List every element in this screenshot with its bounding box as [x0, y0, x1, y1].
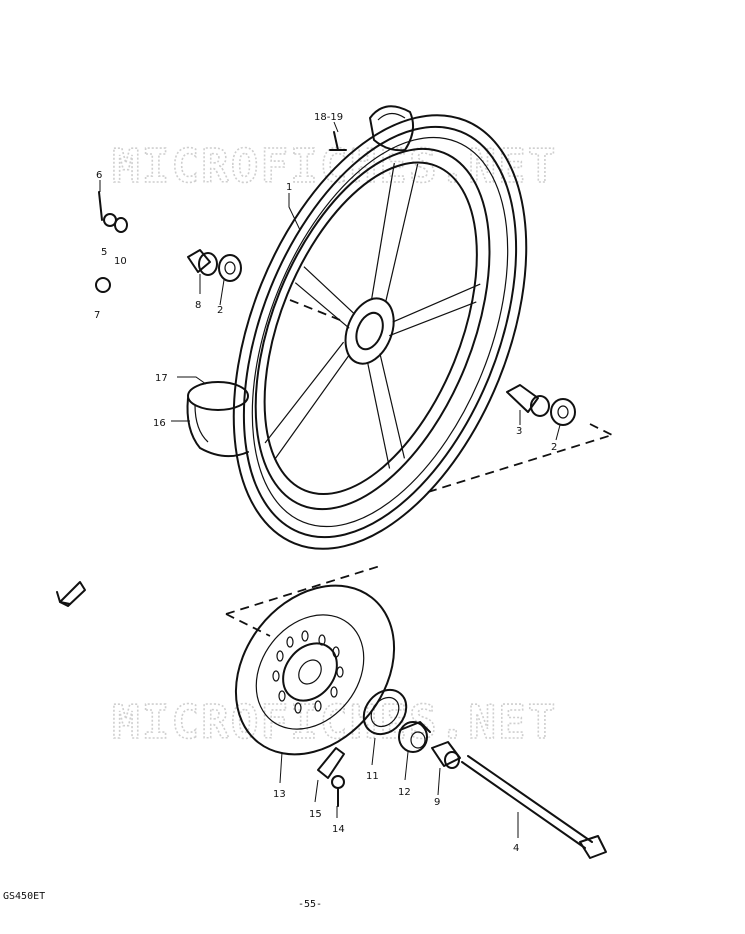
callout-9: 9: [434, 797, 440, 808]
callout-8: 8: [195, 300, 201, 311]
tire-section-top: [369, 105, 415, 152]
callout-18-19: 18-19: [314, 112, 343, 123]
bolt-14: [331, 775, 345, 807]
front-wheel: [232, 114, 528, 550]
callout-4: 4: [513, 843, 519, 854]
axle-centerline-right: [427, 423, 613, 493]
tire-section-bottom: [186, 381, 249, 458]
callout-7: 7: [94, 310, 100, 321]
callout-2-left: 2: [217, 305, 223, 316]
lock-washer-15: [317, 747, 345, 779]
callout-14: 14: [332, 824, 345, 835]
callout-11: 11: [366, 771, 379, 782]
front-arrow-icon: [56, 581, 86, 607]
watermark-top: MICROFICHES.NET: [112, 139, 557, 193]
axle-4: [461, 755, 607, 859]
cap-7: [95, 277, 111, 293]
watermark-bottom: MICROFICHES.NET: [112, 695, 557, 749]
axle-centerline-upper: [289, 299, 341, 321]
spacer-8-2: [187, 249, 242, 282]
axle-centerline-lower: [225, 565, 381, 637]
gasket-11: [362, 688, 408, 736]
model-code: GS450ET: [3, 891, 46, 902]
brake-disc: [234, 584, 396, 756]
speedo-gearbox-12: [398, 721, 431, 753]
callout-2-right: 2: [551, 442, 557, 453]
bolt-6: [98, 191, 103, 221]
leader-lines: [99, 121, 561, 838]
spacer-9: [431, 741, 461, 769]
valve-part: [329, 131, 347, 151]
callout-12: 12: [398, 787, 411, 798]
callout-15: 15: [309, 809, 322, 820]
callout-1: 1: [286, 182, 292, 193]
page-number: -55-: [298, 899, 323, 910]
nut-5-10: [103, 213, 128, 233]
callout-13: 13: [273, 789, 286, 800]
spacer-3-2: [506, 384, 576, 426]
callout-16: 16: [153, 418, 166, 429]
callout-6: 6: [96, 170, 102, 181]
callout-10: 10: [114, 256, 127, 267]
callout-5: 5: [101, 247, 107, 258]
callout-17: 17: [155, 373, 168, 384]
callout-3: 3: [516, 426, 522, 437]
